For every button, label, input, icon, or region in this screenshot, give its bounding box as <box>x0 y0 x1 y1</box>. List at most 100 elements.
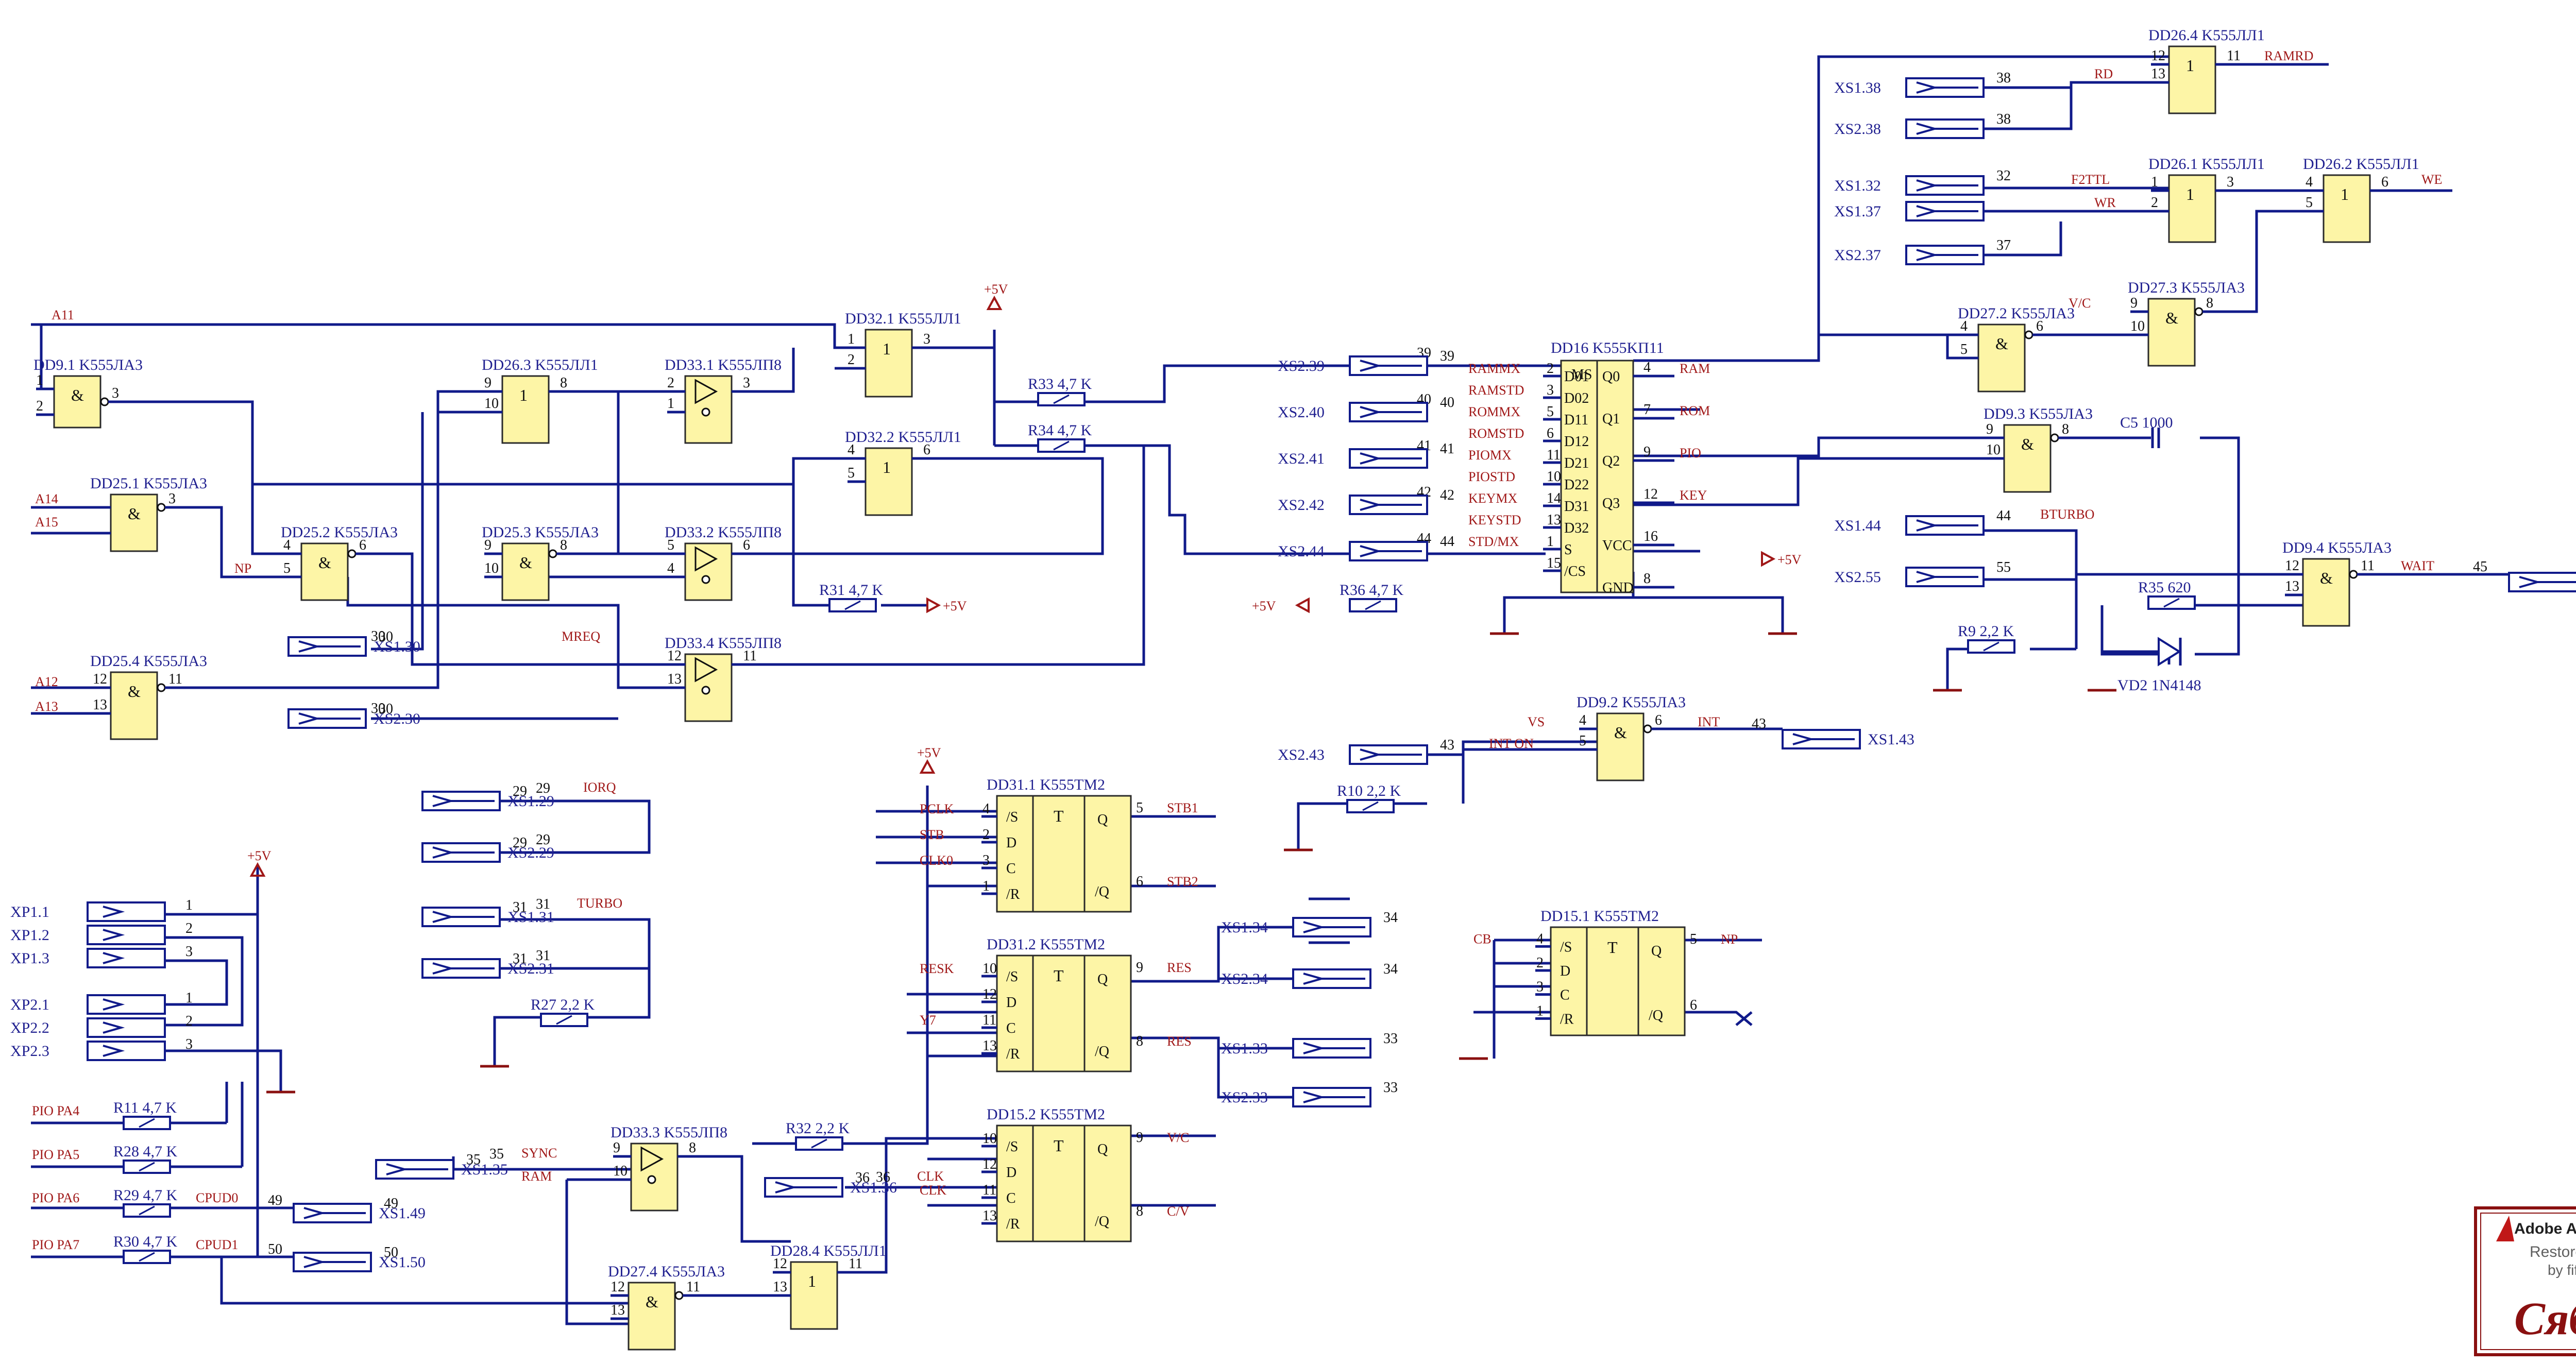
pin-number: 9 <box>2130 295 2138 311</box>
connector-pin-icon <box>1916 179 1978 192</box>
resistor-label: R10 2,2 K <box>1337 782 1401 799</box>
gate-body <box>2147 298 2196 367</box>
connector-pin-icon <box>1360 360 1422 372</box>
connector-pin-icon <box>432 962 495 975</box>
flipflop-input: /S <box>1006 1139 1018 1155</box>
connector-pin-icon <box>103 952 125 964</box>
connector-label: XS1.43 <box>1868 731 1914 748</box>
gate-symbol: & <box>128 504 141 523</box>
power-plus5v: +5V <box>1761 551 1802 567</box>
stamp-line1: Adobe Acrobat <box>2514 1220 2576 1237</box>
pin-number: 13 <box>2285 578 2299 594</box>
pin-number: 2 <box>1547 361 1554 377</box>
pin-number: 13 <box>2151 66 2165 82</box>
flipflop-symbol: T <box>1607 938 1618 957</box>
connector-pin-icon <box>1360 499 1422 511</box>
mux-input: D31 <box>1564 499 1589 515</box>
resistor-mark <box>556 1015 572 1025</box>
signal-name: STB2 <box>1167 874 1198 889</box>
signal-name: PIO PA7 <box>32 1237 79 1252</box>
net-number: 50 <box>268 1241 282 1257</box>
gate-symbol: & <box>519 553 532 572</box>
pin-number: 4 <box>667 560 674 576</box>
capacitor-c5: C5 1000 <box>2120 414 2173 448</box>
signal-name: A12 <box>35 674 58 689</box>
connector-label: XS2.29 <box>507 844 554 861</box>
mux-output: Q1 <box>1602 411 1620 427</box>
signal-name: PIOMX <box>1468 448 1512 463</box>
power-label: +5V <box>1252 599 1276 613</box>
connector-pin-icon <box>1792 733 1855 745</box>
power-arrow-icon <box>1761 551 1776 567</box>
net-number: 31 <box>513 951 527 967</box>
signal-name: V/C <box>2069 296 2091 311</box>
connector-pin-icon <box>1360 748 1422 761</box>
connector-pin-icon <box>775 1181 837 1194</box>
gate-body <box>628 1282 676 1351</box>
connector-pin-icon <box>2519 576 2576 588</box>
pin-number: 8 <box>689 1140 696 1156</box>
pin-number: 10 <box>484 396 499 412</box>
signal-name: STD/MX <box>1468 534 1519 549</box>
power-plus5v: +5V <box>926 597 967 613</box>
signal-name: CB <box>1473 931 1492 946</box>
pin-number: 1 <box>2151 174 2158 190</box>
net-number: 31 <box>536 948 550 964</box>
gate-body <box>2168 45 2216 114</box>
multiplexer-dd16: DD16 K555KП11MSD012RAMMXD023RAMSTDD115RO… <box>1417 339 1710 596</box>
signal-name: PIOSTD <box>1468 469 1515 484</box>
signal-name: PIO PA6 <box>32 1190 79 1205</box>
gate-body <box>110 493 158 552</box>
pin-number: 10 <box>1986 442 2001 458</box>
pin-number: 12 <box>773 1256 787 1272</box>
gate-symbol: & <box>318 553 331 572</box>
pin-number: 3 <box>982 852 990 868</box>
flipflop-label: DD15.1 K555TM2 <box>1540 908 1659 925</box>
connector-label: XS1.31 <box>507 909 554 926</box>
resistor-mark <box>1053 440 1070 451</box>
resistor-label: R27 2,2 K <box>531 996 595 1013</box>
signal-name: ROMSTD <box>1468 426 1524 441</box>
flipflop-symbol: T <box>1054 966 1064 985</box>
power-label: +5V <box>943 599 967 613</box>
connector-label: XS1.49 <box>379 1205 426 1222</box>
signal-name: INT ON <box>1489 736 1534 751</box>
gate-label: DD33.4 K555ЛП8 <box>665 635 782 652</box>
power-plus5v: +5V <box>1252 597 1310 613</box>
net-number: 31 <box>536 896 550 912</box>
gate-body <box>300 542 349 601</box>
connector-label: XS1.29 <box>507 793 554 810</box>
resistor-mark <box>1362 801 1379 811</box>
gate-label: DD33.1 K555ЛП8 <box>665 356 782 373</box>
output-bubble <box>157 683 166 692</box>
gate-symbol: 1 <box>2341 185 2349 203</box>
connector-pin-icon <box>103 929 125 941</box>
pin-number: 1 <box>36 372 43 388</box>
connector-label: XS2.31 <box>507 960 554 977</box>
flipflop-input: C <box>1006 1190 1016 1206</box>
pin-number: 6 <box>359 537 366 553</box>
connector-label: XS2.43 <box>1278 746 1325 763</box>
resistor: R36 4,7 K <box>1340 582 1404 612</box>
flipflop-input: D <box>1006 995 1016 1011</box>
pin-number: 1 <box>848 331 855 347</box>
resistor-mark <box>844 600 861 610</box>
net-number: 38 <box>1996 70 2011 86</box>
mux-title: MS <box>1571 367 1592 383</box>
signal-name: V/C <box>1167 1130 1189 1145</box>
pin-number: 15 <box>1547 555 1561 571</box>
pin-number: 2 <box>848 352 855 368</box>
buffer-triangle <box>694 546 718 572</box>
gate-label: DD26.2 K555ЛЛ1 <box>2303 156 2419 173</box>
gate-label: DD25.2 K555ЛА3 <box>281 524 398 541</box>
connector-label: XS1.36 <box>850 1179 897 1196</box>
output-bubble <box>2024 330 2033 339</box>
pin-number: 3 <box>1547 382 1554 398</box>
